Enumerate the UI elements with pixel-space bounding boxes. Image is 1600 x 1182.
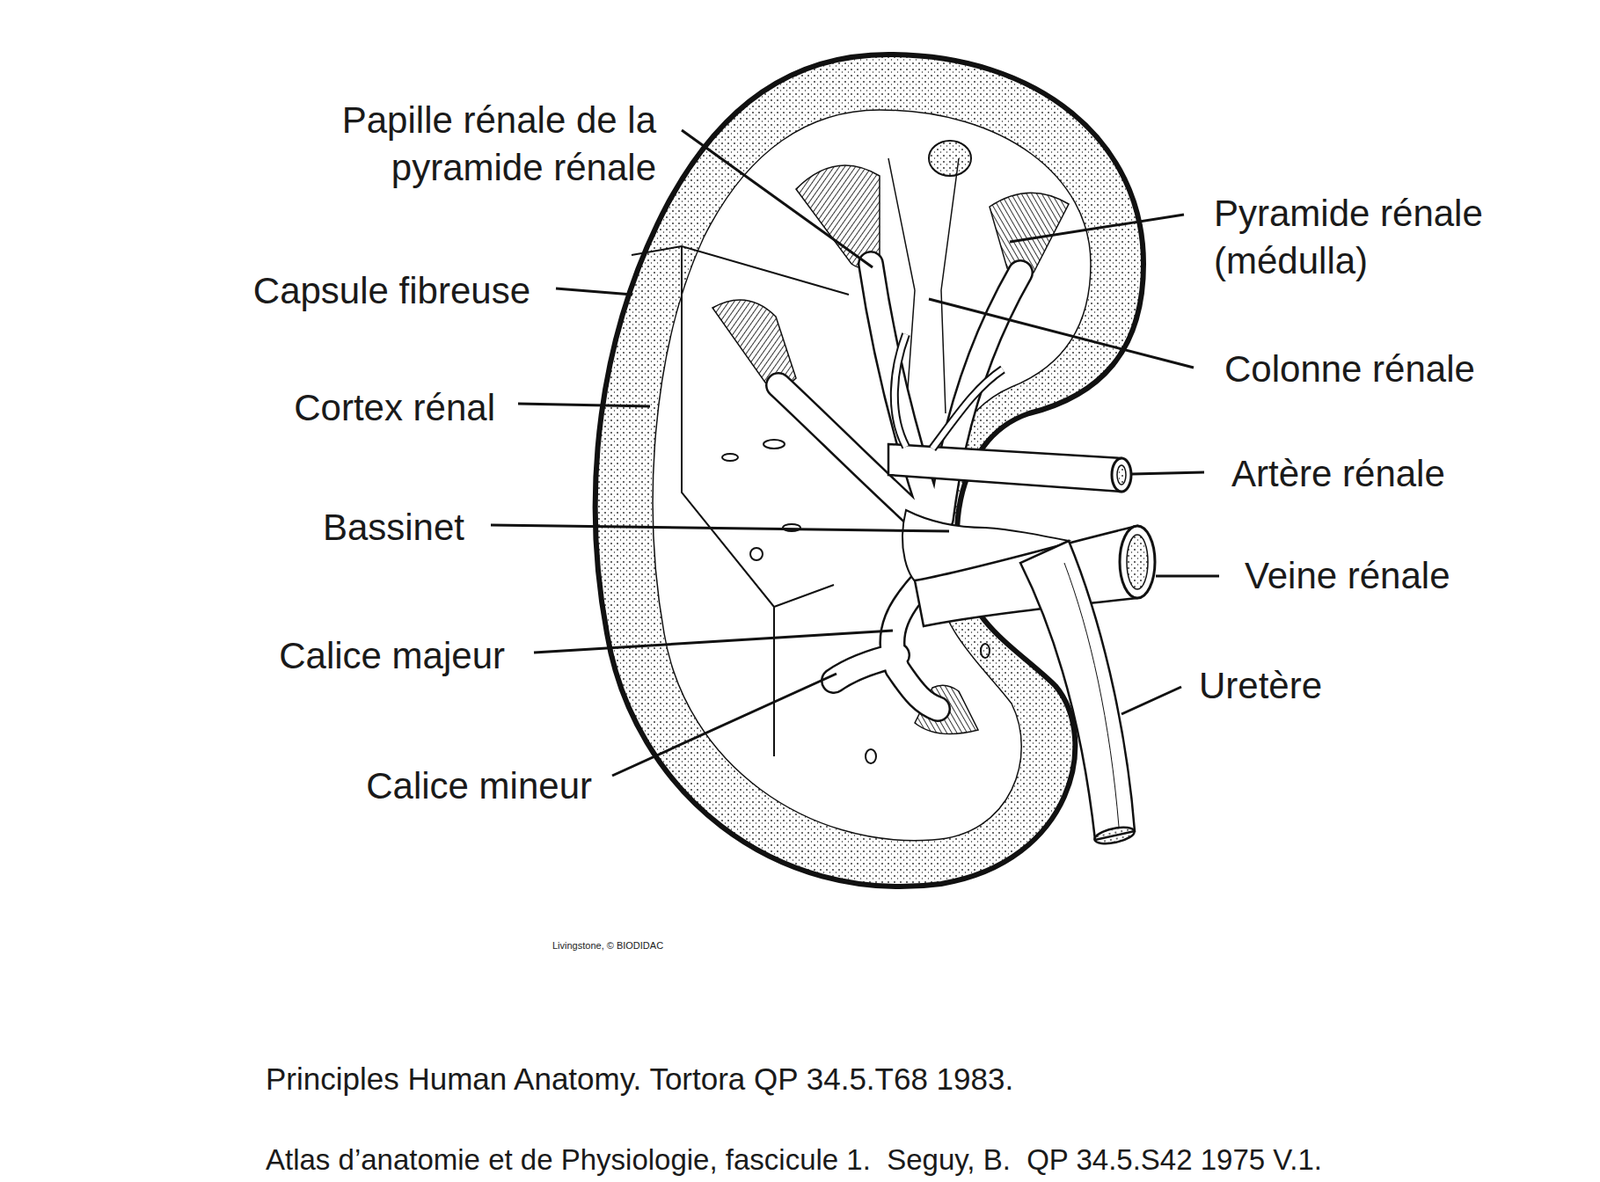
artery-branch [894,334,1003,449]
part-label: Capsule fibreuse [253,267,531,315]
part-label: Bassinet [322,504,465,552]
part-label: Veine rénale [1244,552,1451,600]
part-label: Colonne rénale [1224,345,1476,394]
leader-lines [490,130,1220,776]
part-label: Uretère [1198,662,1323,710]
cut-edge [631,246,849,757]
watermark: Livingstone, © BIODIDAC [552,939,664,952]
part-label: Calice mineur [365,762,592,811]
ureter [1020,540,1135,841]
ureter-end [1093,824,1136,847]
part-label: Cortex rénal [293,384,496,432]
kidney-outline [595,54,1144,887]
vein-end [1119,526,1155,599]
calyx-tubes [778,263,1021,709]
vein-lumen [1126,534,1148,590]
artery-branch [894,334,1003,449]
part-label: Calice majeur [278,632,505,680]
reference-note: Principles Human Anatomy. Tortora QP 34.… [265,1059,1014,1100]
part-label: Artère rénale [1231,450,1446,498]
reference-note: Atlas d’anatomie et de Physiologie, fasc… [265,1141,1323,1179]
artery-end [1111,458,1132,492]
renal-artery [888,444,1122,492]
ureter-shade [1064,562,1119,827]
part-label: Pyramide rénale (médulla) [1213,189,1584,285]
part-label: Papille rénale de la pyramide rénale [242,96,657,192]
artery-lumen [1117,465,1126,485]
